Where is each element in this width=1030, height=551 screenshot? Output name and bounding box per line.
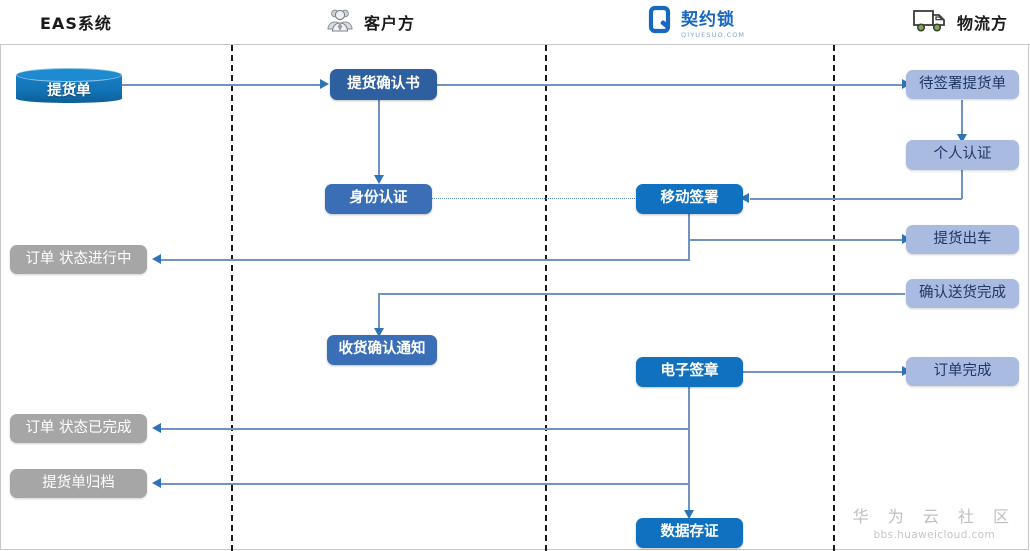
connector-eseal-to-archive [160,483,689,485]
node-order-status-done[interactable]: 订单 状态已完成 [10,414,147,443]
node-pickup-confirmation-label: 提货确认书 [347,75,420,92]
lane-header-customer: 客户方 [325,0,415,44]
node-identity-auth[interactable]: 身份认证 [325,184,432,214]
lane-divider-2 [545,45,547,551]
arrowhead-personal-auth [957,134,967,143]
node-delivery-confirmed[interactable]: 确认送货完成 [906,279,1019,308]
node-order-complete-label: 订单完成 [933,362,992,379]
arrowhead-pickup-order-archived [152,478,161,488]
lane-header-qiyuesuo-label: 契约锁 [681,10,735,30]
node-pickup-dispatch[interactable]: 提货出车 [906,225,1019,254]
arrowhead-order-status-done [152,423,161,433]
lane-header-logistics-label: 物流方 [957,14,1009,33]
node-order-complete[interactable]: 订单完成 [906,357,1019,386]
lane-header-eas-label: EAS系统 [40,14,112,33]
node-pickup-order-archived-label: 提货单归档 [42,474,115,491]
connector-confirmation-to-identity [378,100,380,178]
connector-confirmation-to-pending [437,84,905,86]
node-pickup-order[interactable]: 提货单 [16,68,122,103]
node-identity-auth-label: 身份认证 [349,190,408,207]
connector-mobile-to-identity-dotted [425,198,637,199]
connector-order-to-confirmation [122,84,322,86]
node-pickup-order-label: 提货单 [47,82,91,99]
connector-eseal-stem [688,387,690,515]
qiyuesuo-logo-icon [648,5,672,39]
node-pickup-order-archived[interactable]: 提货单归档 [10,469,147,498]
arrowhead-confirmation [320,79,329,89]
node-pending-sign-order[interactable]: 待签署提货单 [906,70,1019,99]
node-order-status-running-label: 订单 状态进行中 [25,250,132,267]
connector-personal-to-mobile [750,198,962,200]
node-pickup-dispatch-label: 提货出车 [933,230,992,247]
lane-header-customer-label: 客户方 [364,14,416,33]
node-order-status-done-label: 订单 状态已完成 [25,419,132,436]
node-order-status-running[interactable]: 订单 状态进行中 [10,245,147,274]
lane-header-bar: EAS系统 客户方 [0,0,1030,45]
watermark: 华 为 云 社 区 bbs.huaweicloud.com [853,503,1016,541]
arrowhead-mobile-sign [740,193,749,203]
connector-personal-down [961,170,963,199]
lane-divider-3 [833,45,835,551]
connector-delivery-down [378,293,380,332]
watermark-line1: 华 为 云 社 区 [852,507,1016,526]
node-receipt-notice-label: 收货确认通知 [338,341,426,358]
arrowhead-data-evidence [684,510,694,519]
node-pending-sign-order-label: 待签署提货单 [919,75,1006,92]
connector-mobile-to-dispatch [688,239,905,241]
truck-icon [912,6,948,38]
lane-header-logistics: 物流方 [912,0,1008,44]
node-personal-auth[interactable]: 个人认证 [906,140,1019,170]
lane-header-eas: EAS系统 [40,0,112,44]
connector-mobile-to-order-running [160,259,689,261]
node-mobile-sign-label: 移动签署 [660,190,719,207]
connector-mobile-stem [688,214,690,261]
arrowhead-order-status-running [152,254,161,264]
cylinder-top [16,68,122,82]
connector-eseal-to-order-done [160,428,689,430]
node-data-evidence[interactable]: 数据存证 [636,518,743,548]
watermark-line2: bbs.huaweicloud.com [873,529,996,541]
connector-pending-to-personal [961,100,963,138]
qiyuesuo-logo-subtext: QIYUESUO.COM [681,31,746,39]
people-icon [325,5,355,39]
diagram-frame [0,45,1029,550]
lane-divider-1 [231,45,233,551]
arrowhead-identity-auth [374,175,384,184]
node-e-seal-label: 电子签章 [660,363,719,380]
connector-delivery-to-receipt [378,293,905,295]
node-mobile-sign[interactable]: 移动签署 [636,184,743,214]
node-receipt-notice[interactable]: 收货确认通知 [327,335,437,365]
connector-eseal-to-complete [743,371,905,373]
node-e-seal[interactable]: 电子签章 [636,357,743,387]
node-personal-auth-label: 个人认证 [933,146,992,163]
node-data-evidence-label: 数据存证 [660,524,719,541]
lane-header-qiyuesuo: 契约锁 QIYUESUO.COM [648,0,745,44]
node-delivery-confirmed-label: 确认送货完成 [919,284,1006,301]
arrowhead-receipt-notice [374,328,384,337]
node-pickup-confirmation[interactable]: 提货确认书 [330,69,437,100]
